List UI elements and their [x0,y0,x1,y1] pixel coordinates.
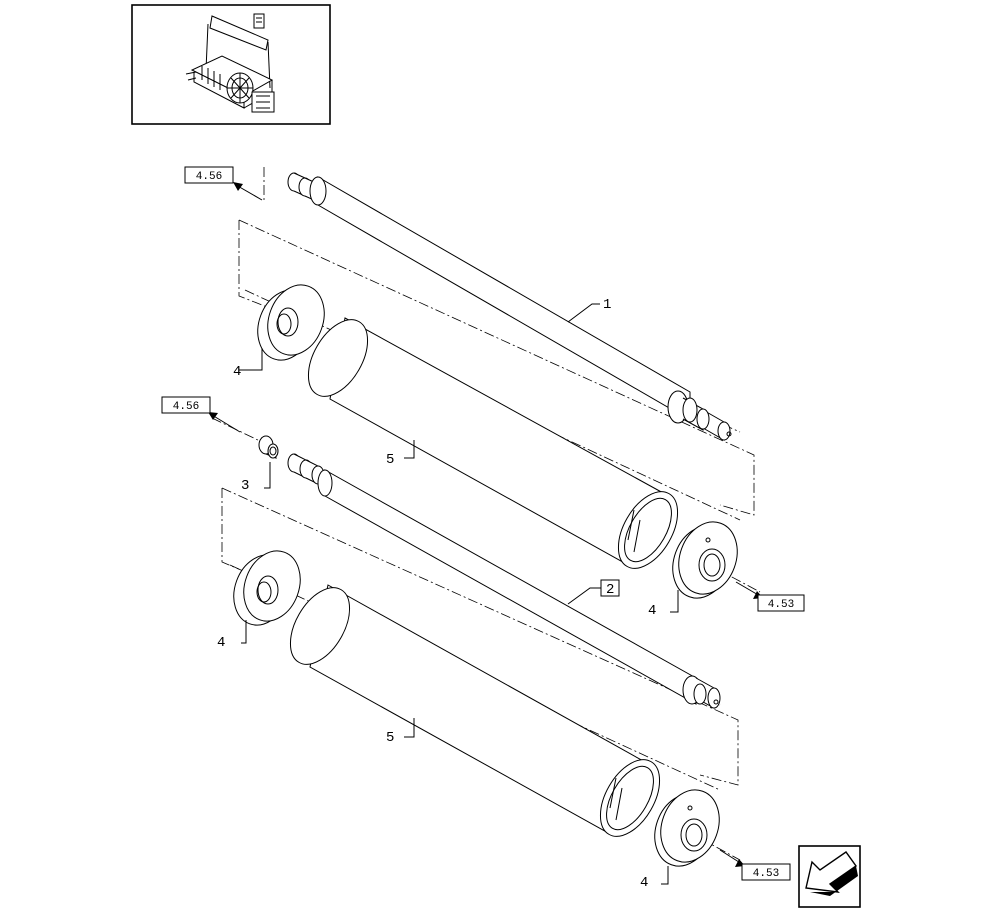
lower-shaft[interactable] [287,453,721,709]
callout-flange-lower-left: 4 [217,635,225,651]
callout-shaft-upper: 1 [603,297,611,313]
bearing-flange-lower-right[interactable] [645,782,729,875]
baler-assembly-thumbnail [185,13,275,113]
page-ref-bottom-right[interactable]: 4.53 [741,863,791,881]
next-page-button[interactable] [798,845,861,908]
bearing-flange-lower-left[interactable] [224,543,309,633]
page-ref-upper-left[interactable]: 4.56 [184,166,234,184]
upper-shaft[interactable] [287,172,732,441]
page-ref-middle-left[interactable]: 4.56 [161,396,211,414]
callout-tube-upper: 5 [386,452,394,468]
callout-flange-lower-right: 4 [640,875,648,891]
page-ref-middle-right[interactable]: 4.53 [757,594,805,612]
thumbnail-frame[interactable] [131,4,331,125]
upper-roller-tube[interactable] [296,310,690,579]
page-ref-upper-left-text: 4.56 [196,171,222,183]
callout-bushing: 3 [241,478,249,494]
page-ref-middle-left-text: 4.56 [173,401,199,413]
callout-flange-upper-right: 4 [648,603,656,619]
bearing-flange-upper-right[interactable] [663,514,747,607]
page-ref-bottom-right-text: 4.53 [753,868,779,880]
bushing[interactable] [258,435,279,459]
callout-shaft-lower-box: 2 [600,579,620,598]
callout-shaft-lower: 2 [606,582,614,598]
callout-tube-lower: 5 [386,730,394,746]
lower-roller-tube[interactable] [278,578,672,847]
bearing-flange-upper-left[interactable] [248,277,333,368]
callout-flange-upper-left: 4 [233,364,241,380]
next-page-arrow-icon [805,851,858,896]
page-ref-middle-right-text: 4.53 [768,599,794,611]
